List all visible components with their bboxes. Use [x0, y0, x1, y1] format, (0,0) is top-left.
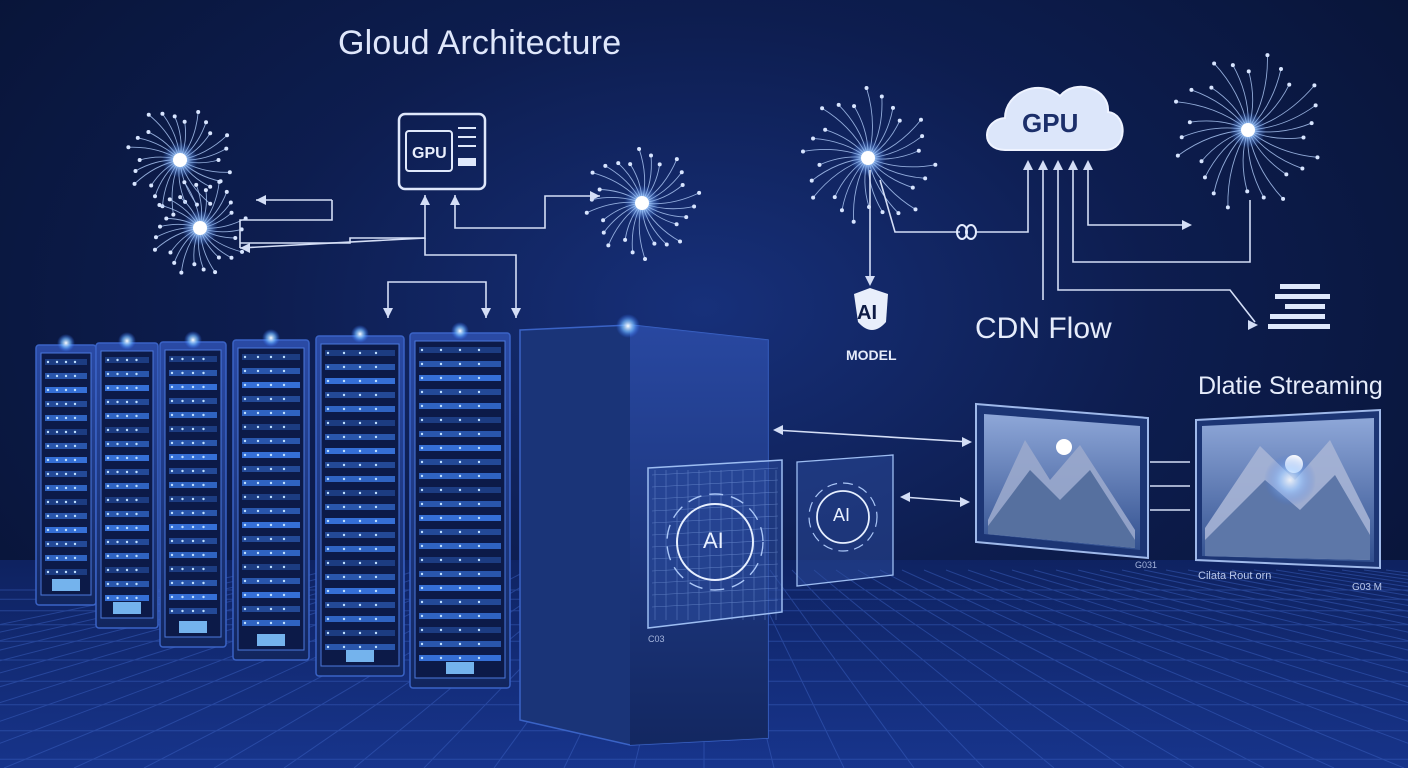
server-rack-icon: [35, 334, 97, 606]
ai-panel-large-label: AI: [703, 528, 724, 553]
server-rack-icon: [232, 329, 310, 661]
ai-model-caption: MODEL: [846, 347, 897, 363]
gpu-cloud-label: GPU: [1022, 108, 1079, 138]
ai-panel-small-label: AI: [833, 505, 851, 525]
caption-data-route: Cilata Rout orn: [1198, 570, 1272, 582]
neural-node-icon: [126, 110, 232, 217]
caption-left: C03: [648, 634, 665, 644]
cdn-flow-label: CDN Flow: [975, 312, 1112, 345]
mountain-image-streaming-icon: [1195, 408, 1381, 570]
caption-right: G03 M: [1352, 582, 1383, 593]
server-rack-icon: [159, 331, 227, 648]
mountain-image-icon: [975, 402, 1149, 560]
ai-panel-large: [647, 459, 783, 629]
ai-model-badge-label: AI: [857, 302, 877, 324]
streaming-label: Dlatie Streaming: [1198, 372, 1383, 400]
neural-node-icon: [584, 146, 702, 261]
arrow-heads: [240, 160, 1258, 507]
cloud-icon: [986, 85, 1124, 151]
server-rack-icon: [315, 325, 405, 677]
gpu-card-label: GPU: [412, 145, 447, 162]
ai-model-icon: [854, 288, 888, 330]
server-rack-icon: [95, 332, 159, 629]
diagram-title: Gloud Architecture: [338, 24, 622, 62]
neural-node-icon: [1174, 53, 1320, 210]
link-connector-icon: [956, 224, 977, 240]
neural-node-icon: [126, 53, 1320, 275]
data-stack-icon: [1268, 284, 1330, 329]
gpu-card-icon: [397, 112, 487, 191]
connector-lines: [239, 164, 1256, 511]
ai-panel-small: [796, 454, 894, 587]
caption-mid: G031: [1135, 560, 1158, 570]
neural-node-icon: [800, 86, 938, 224]
server-rack-icon: [409, 322, 511, 689]
neural-node-icon: [152, 179, 248, 275]
server-rack-row: [35, 322, 511, 689]
